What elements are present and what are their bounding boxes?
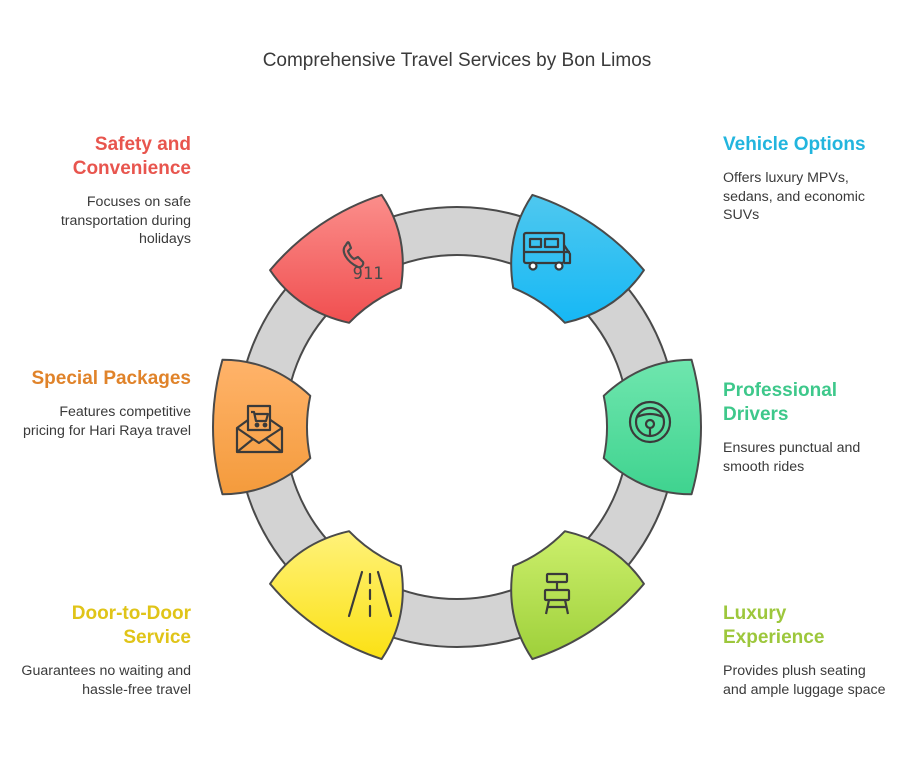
item-description: Features competitive pricing for Hari Ra… [23, 404, 191, 439]
segment-vehicle-options [510, 193, 645, 324]
camper-van-icon [522, 231, 572, 271]
item-title: Door-to-Door Service [71, 603, 191, 648]
segments-layer [212, 193, 702, 661]
item-description: Guarantees no waiting and hassle-free tr… [21, 663, 191, 698]
item-title: Professional Drivers [723, 380, 838, 425]
segment-safety-and-convenience [269, 193, 404, 324]
item-description: Ensures punctual and smooth rides [723, 440, 861, 475]
item-luxury-experience: Luxury Experience Provides plush seating… [723, 602, 893, 699]
shopping-envelope-icon [235, 404, 284, 454]
item-title: Vehicle Options [723, 134, 866, 155]
item-description: Focuses on safe transportation during ho… [60, 194, 191, 247]
segment-door-to-door-service [269, 530, 404, 661]
segment-luxury-experience [510, 530, 645, 661]
item-description: Provides plush seating and ample luggage… [723, 663, 886, 698]
item-safety-and-convenience: Safety and Convenience Focuses on safe t… [21, 133, 191, 249]
item-professional-drivers: Professional Drivers Ensures punctual an… [723, 379, 893, 476]
item-description: Offers luxury MPVs, sedans, and economic… [723, 170, 865, 223]
item-title: Special Packages [31, 368, 192, 389]
item-vehicle-options: Vehicle Options Offers luxury MPVs, seda… [723, 133, 893, 225]
item-title: Safety and Convenience [72, 134, 191, 179]
road-icon [347, 570, 393, 618]
diagram-title: Comprehensive Travel Services by Bon Lim… [262, 50, 652, 71]
phone-911-icon: 911 [342, 241, 384, 284]
item-door-to-door-service: Door-to-Door Service Guarantees no waiti… [21, 602, 191, 699]
chair-icon [543, 572, 571, 615]
svg-text:911: 911 [353, 264, 384, 284]
item-special-packages: Special Packages Features competitive pr… [21, 367, 191, 440]
item-title: Luxury Experience [723, 603, 825, 648]
steering-wheel-icon [628, 400, 672, 444]
